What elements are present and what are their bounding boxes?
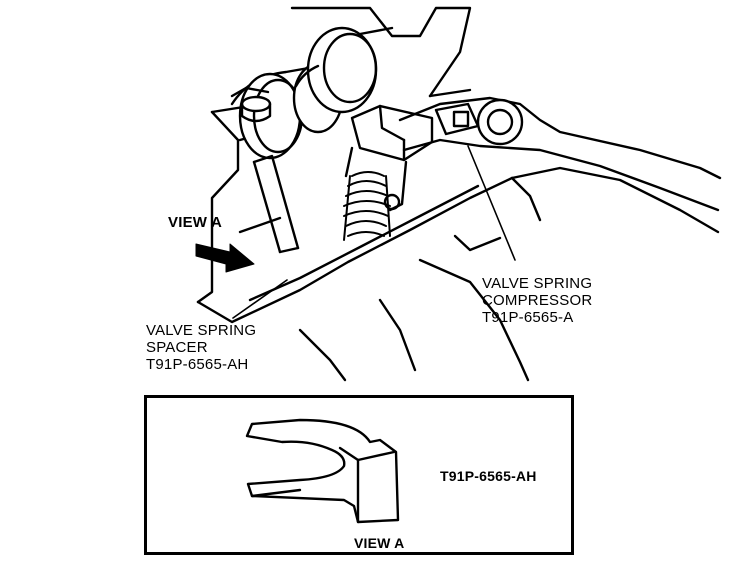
spacer-label-line2: SPACER [146, 339, 208, 356]
spacer-leader-line [232, 279, 288, 319]
valve-spring-compressor-tool [344, 96, 722, 212]
spacer-detail-drawing [245, 418, 400, 524]
valve-spring [343, 171, 391, 241]
detail-part-number: T91P-6565-AH [440, 468, 537, 484]
leader-lines [232, 145, 516, 319]
compressor-label-line1: VALVE SPRING [482, 275, 593, 292]
compressor-part-number: T91P-6565-A [482, 309, 574, 326]
valve-spring-spacer-label: VALVE SPRING SPACER T91P-6565-AH [146, 322, 256, 373]
bolt-head [230, 86, 272, 123]
view-a-detail-box [144, 395, 574, 555]
compressor-leader-line [467, 145, 516, 261]
compressor-label-line2: COMPRESSOR [482, 292, 593, 309]
valve-spring-spacer-tool [252, 154, 300, 254]
spacer-part-number: T91P-6565-AH [146, 356, 249, 373]
view-a-arrow [195, 243, 255, 273]
view-a-callout-label: VIEW A [168, 214, 222, 231]
camshaft [230, 26, 394, 160]
spacer-label-line1: VALVE SPRING [146, 322, 257, 339]
valve-spring-compressor-label: VALVE SPRING COMPRESSOR T91P-6565-A [482, 275, 592, 326]
detail-view-caption: VIEW A [354, 535, 405, 551]
cylinder-head-housing [196, 6, 720, 382]
